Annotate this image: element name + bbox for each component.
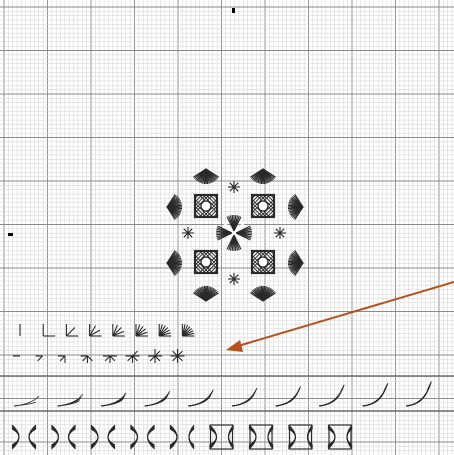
square-eyelet-stitch [252, 251, 274, 273]
star-stitch [228, 181, 240, 193]
square-eyelet-stitch [252, 195, 274, 217]
top-center-mark [232, 8, 235, 13]
star-stitch [182, 227, 194, 239]
square-eyelet-stitch [195, 251, 217, 273]
star-stitch-sample [171, 349, 185, 363]
square-eyelet-stitch [195, 195, 217, 217]
star-stitch [274, 227, 286, 239]
star-stitch [228, 273, 240, 285]
left-center-mark [8, 233, 13, 236]
